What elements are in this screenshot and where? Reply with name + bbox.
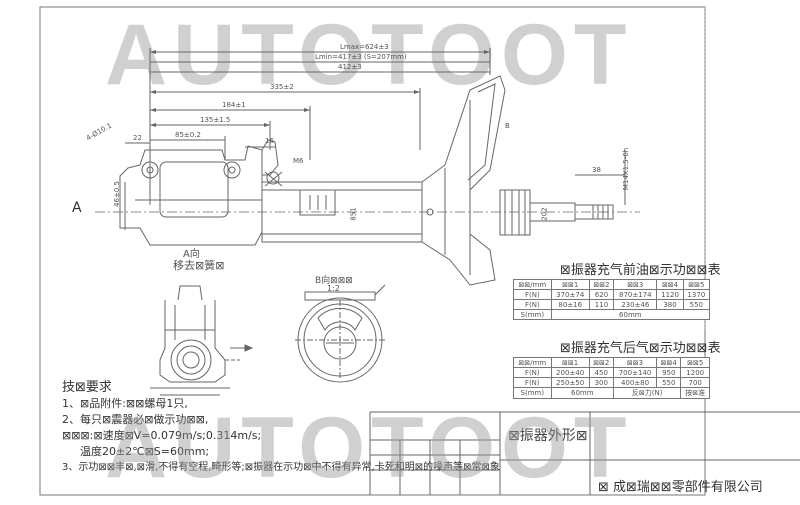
table-cell: ⊠⊠5: [682, 279, 711, 290]
dim-335: 335±2: [270, 83, 294, 91]
view-a-label: A: [72, 200, 82, 216]
note-line: 温度20±2℃⊠S=60mm;: [80, 445, 210, 458]
dim-184: 184±1: [222, 101, 246, 109]
table-row: ⊠⊠/mm ⊠⊠1 ⊠⊠2 ⊠⊠3 ⊠⊠4 ⊠⊠5: [513, 279, 711, 290]
table-row: ⊠⊠/mm ⊠⊠1 ⊠⊠2 ⊠⊠3 ⊠⊠4 ⊠⊠5: [513, 357, 710, 368]
table-cell: 1370: [682, 289, 711, 300]
dim-lmin: Lmin=417±3 (S=207mm): [315, 53, 407, 61]
dim-135: 135±1.5: [200, 116, 231, 124]
a-view-sub: 移去⊠簧⊠: [173, 259, 225, 272]
table-cell: 60mm: [550, 309, 711, 320]
dim-851: 851: [349, 207, 358, 221]
watermark-bottom: AUTOTOOT: [105, 400, 633, 496]
table-cell: ⊠⊠5: [680, 357, 710, 368]
table-cell: 550: [682, 299, 711, 310]
dim-thread: M14X1.5-6h: [622, 147, 631, 191]
table-row: F(N) 370±74 620 870±174 1120 1370: [513, 289, 711, 300]
table-cell: F(N): [513, 367, 552, 378]
table-cell: F(N): [513, 289, 552, 300]
table-cell: ⊠⊠1: [550, 357, 590, 368]
table-cell: 450: [588, 367, 614, 378]
table-cell: 620: [588, 289, 615, 300]
dim-412: 412±3: [338, 63, 362, 71]
dim-22: 22: [133, 134, 142, 142]
dim-m6: M6: [293, 157, 304, 165]
table-cell: 1120: [656, 289, 684, 300]
table-cell: 870±174: [613, 289, 658, 300]
table-row: S(mm) 60mm 反⊠力(N) 按⊠准: [513, 387, 710, 399]
table-cell: F(N): [513, 377, 552, 388]
table-cell: ⊠⊠2: [588, 279, 615, 290]
table-row: F(N) 80±16 110 230±46 380 550: [513, 299, 711, 310]
technical-notes: 技⊠要求 1、⊠品附件:⊠⊠螺母1只, 2、每只⊠震器必⊠做示功⊠⊠, ⊠⊠⊠:…: [62, 380, 500, 476]
dim-85: 85±0.2: [175, 131, 201, 139]
watermark-top: AUTOTOOT: [105, 7, 633, 103]
table-after-title: ⊠振器充气后气⊠示功⊠⊠表: [560, 341, 721, 356]
note-line: 1、⊠品附件:⊠⊠螺母1只,: [62, 397, 188, 410]
table-cell: ⊠⊠4: [656, 279, 684, 290]
table-cell: 60mm: [550, 387, 614, 399]
part-name: ⊠振器外形⊠: [508, 428, 588, 444]
table-cell: 230±46: [613, 299, 658, 310]
note-line: ⊠⊠⊠:⊠速度⊠V=0.079m/s;0.314m/s;: [62, 429, 262, 442]
table-cell: F(N): [513, 299, 552, 310]
dim-46: 46±0.5: [112, 181, 121, 207]
table-cell: 700±140: [612, 367, 658, 378]
table-cell: 按⊠准: [680, 387, 710, 399]
table-front: ⊠⊠/mm ⊠⊠1 ⊠⊠2 ⊠⊠3 ⊠⊠4 ⊠⊠5 F(N) 370±74 62…: [513, 279, 711, 320]
table-cell: 700: [680, 377, 710, 388]
table-cell: S(mm): [513, 387, 552, 399]
dim-16: 16: [265, 137, 274, 145]
table-cell: 1200: [680, 367, 710, 378]
table-cell: 400±80: [612, 377, 658, 388]
table-cell: S(mm): [513, 309, 552, 320]
note-line: 3、示功⊠⊠丰⊠,⊠滑,不得有空程,畸形等;⊠振器在示功⊠中不得有异常,卡死和明…: [62, 462, 500, 473]
dim-lmax: Lmax=624±3: [340, 43, 389, 51]
b-view-label: B向⊠⊠⊠: [315, 276, 353, 286]
dim-b: B: [505, 122, 510, 130]
notes-heading: 技⊠要求: [62, 380, 112, 395]
table-cell: 110: [588, 299, 615, 310]
table-cell: ⊠⊠3: [613, 279, 658, 290]
table-cell: 200±40: [550, 367, 590, 378]
company-name: ⊠ 成⊠瑞⊠⊠零部件有限公司: [598, 480, 763, 495]
table-cell: ⊠⊠/mm: [513, 357, 552, 368]
table-cell: 370±74: [550, 289, 590, 300]
table-row: F(N) 200±40 450 700±140 950 1200: [513, 367, 710, 378]
table-cell: ⊠⊠1: [550, 279, 590, 290]
table-row: S(mm) 60mm: [513, 309, 711, 320]
a-view-label: A向: [183, 249, 200, 260]
dim-202: 202: [540, 207, 549, 221]
table-cell: 380: [656, 299, 684, 310]
table-cell: ⊠⊠3: [612, 357, 658, 368]
table-cell: ⊠⊠4: [656, 357, 682, 368]
table-after: ⊠⊠/mm ⊠⊠1 ⊠⊠2 ⊠⊠3 ⊠⊠4 ⊠⊠5 F(N) 200±40 45…: [513, 357, 710, 399]
note-line: 2、每只⊠震器必⊠做示功⊠⊠,: [62, 413, 209, 426]
table-cell: ⊠⊠/mm: [513, 279, 552, 290]
table-cell: 80±16: [550, 299, 590, 310]
b-view-scale: 1:2: [327, 284, 340, 293]
table-row: F(N) 250±50 300 400±80 550 700: [513, 377, 710, 388]
table-cell: ⊠⊠2: [588, 357, 614, 368]
table-cell: 300: [588, 377, 614, 388]
table-front-title: ⊠振器充气前油⊠示功⊠⊠表: [560, 263, 721, 278]
table-cell: 反⊠力(N): [612, 387, 682, 399]
table-cell: 250±50: [550, 377, 590, 388]
dim-38: 38: [592, 166, 601, 174]
table-cell: 550: [656, 377, 682, 388]
table-cell: 950: [656, 367, 682, 378]
